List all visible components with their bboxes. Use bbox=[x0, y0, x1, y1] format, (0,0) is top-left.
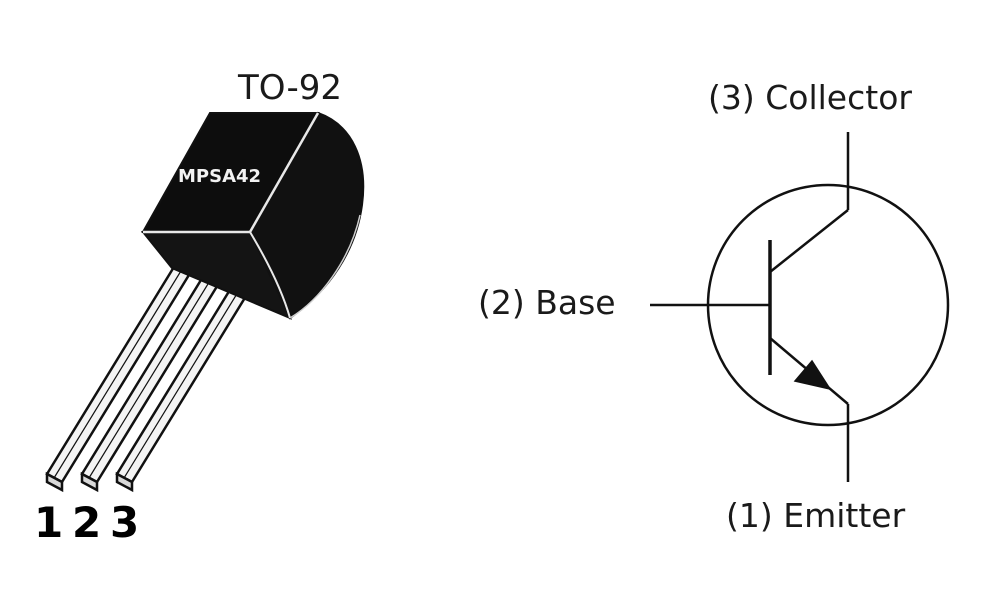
npn-transistor-symbol bbox=[650, 132, 950, 482]
emitter-label: (1) Emitter bbox=[726, 496, 906, 535]
lead-2 bbox=[80, 260, 229, 493]
pin-number-1: 1 bbox=[34, 498, 64, 547]
base-label: (2) Base bbox=[478, 283, 616, 322]
package-title: TO-92 bbox=[238, 68, 343, 108]
package-marking: MPSA42 bbox=[178, 166, 261, 187]
package-body bbox=[140, 111, 365, 320]
emitter-arrow bbox=[793, 359, 832, 391]
pin-number-3: 3 bbox=[110, 498, 140, 547]
to92-package-drawing: MPSA42 bbox=[45, 111, 365, 493]
collector-diagonal bbox=[769, 209, 849, 273]
collector-label: (3) Collector bbox=[708, 78, 912, 117]
pin-number-2: 2 bbox=[72, 498, 102, 547]
lead-1 bbox=[45, 260, 194, 493]
